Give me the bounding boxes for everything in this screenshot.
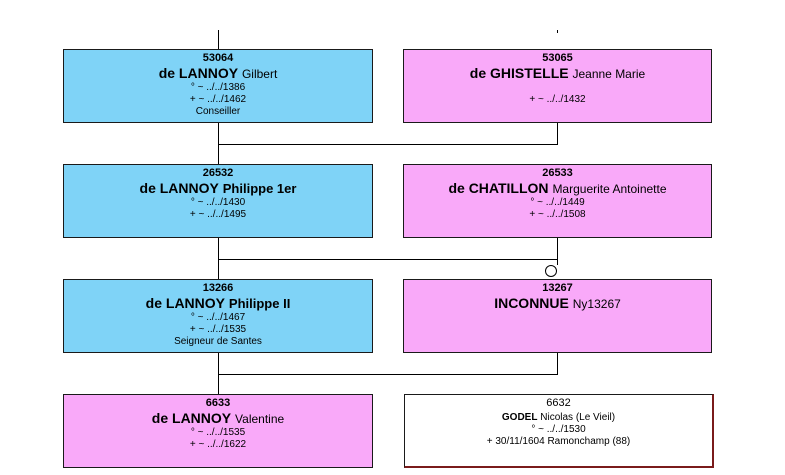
connector-line [557, 259, 558, 265]
sosa-number: 13266 [202, 282, 234, 294]
person-card-26533[interactable]: 26533 de CHATILLON Marguerite Antoinette… [403, 164, 712, 238]
surname: de GHISTELLE [469, 65, 569, 81]
person-name: de GHISTELLE Jeanne Marie [404, 65, 711, 82]
spouse-card-6632[interactable]: 6632 GODEL Nicolas (Le Vieil) ° ~ ../../… [404, 394, 714, 468]
connector-line [557, 123, 558, 144]
surname: de LANNOY [158, 65, 239, 81]
death-date: + ~ ../../1535 [189, 324, 247, 335]
connector-line [218, 374, 558, 375]
person-name: de CHATILLON Marguerite Antoinette [404, 180, 711, 197]
person-name: de LANNOY Valentine [64, 410, 372, 427]
given-name: Marguerite Antoinette [552, 182, 667, 196]
death-date: + ~ ../../1508 [529, 209, 586, 220]
connector-line [218, 144, 558, 145]
birth-date: ° ~ ../../1530 [531, 424, 586, 435]
person-card-26532[interactable]: 26532 de LANNOY Philippe 1er ° ~ ../../1… [63, 164, 373, 238]
occupation: Conseiller [195, 106, 241, 117]
death-date: + ~ ../../1462 [189, 94, 247, 105]
given-name: Philippe II [228, 296, 291, 311]
birth-date: ° ~ ../../1467 [190, 312, 246, 323]
surname: INCONNUE [494, 295, 569, 311]
given-name: Valentine [235, 412, 285, 426]
birth-date [404, 82, 711, 94]
sosa-number: 53065 [542, 52, 573, 64]
person-card-13267[interactable]: 13267 INCONNUE Ny13267 [403, 279, 712, 353]
connector-line [557, 238, 558, 259]
sosa-number: 13267 [542, 282, 573, 294]
birth-date: ° ~ ../../1449 [530, 197, 585, 208]
birth-date: ° ~ ../../1386 [190, 82, 246, 93]
surname: de LANNOY [145, 295, 226, 311]
connector-line [218, 30, 219, 49]
sosa-number: 6633 [205, 397, 231, 409]
surname: de LANNOY [139, 180, 219, 196]
person-name: INCONNUE Ny13267 [404, 295, 711, 312]
death-date: + ~ ../../1495 [189, 209, 247, 220]
connector-line [218, 259, 558, 260]
sosa-number: 26532 [202, 167, 234, 179]
person-name: de LANNOY Philippe 1er [64, 180, 372, 197]
connector-line [218, 353, 219, 394]
surname: GODEL [501, 412, 538, 423]
person-name: de LANNOY Gilbert [64, 65, 372, 82]
connector-line [557, 30, 558, 33]
sosa-number: 53064 [202, 52, 234, 64]
surname: de CHATILLON [448, 180, 549, 196]
given-name: Nicolas (Le Vieil) [540, 412, 616, 423]
collapse-marker-icon[interactable] [545, 265, 557, 277]
death-date: + ~ ../../1432 [529, 94, 586, 105]
person-card-53064[interactable]: 53064 de LANNOY Gilbert ° ~ ../../1386 +… [63, 49, 373, 123]
person-name: GODEL Nicolas (Le Vieil) [405, 412, 712, 424]
person-name: de LANNOY Philippe II [64, 295, 372, 312]
person-card-6633[interactable]: 6633 de LANNOY Valentine ° ~ ../../1535 … [63, 394, 373, 468]
surname: de LANNOY [151, 410, 232, 426]
connector-line [557, 353, 558, 374]
given-name: Jeanne Marie [572, 67, 646, 81]
given-name: Gilbert [241, 67, 278, 81]
death-date: + ~ ../../1622 [189, 439, 247, 450]
sosa-number: 6632 [546, 397, 571, 409]
person-card-13266[interactable]: 13266 de LANNOY Philippe II ° ~ ../../14… [63, 279, 373, 353]
given-name: Philippe 1er [222, 181, 297, 196]
occupation: Seigneur de Santes [174, 336, 262, 347]
connector-line [218, 238, 219, 279]
given-name: Ny13267 [572, 297, 621, 311]
person-card-53065[interactable]: 53065 de GHISTELLE Jeanne Marie + ~ ../.… [403, 49, 712, 123]
sosa-number: 26533 [542, 167, 573, 179]
connector-line [218, 123, 219, 164]
death-place-date: + 30/11/1604 Ramonchamp (88) [486, 436, 631, 447]
birth-date: ° ~ ../../1535 [190, 427, 246, 438]
birth-date: ° ~ ../../1430 [190, 197, 246, 208]
